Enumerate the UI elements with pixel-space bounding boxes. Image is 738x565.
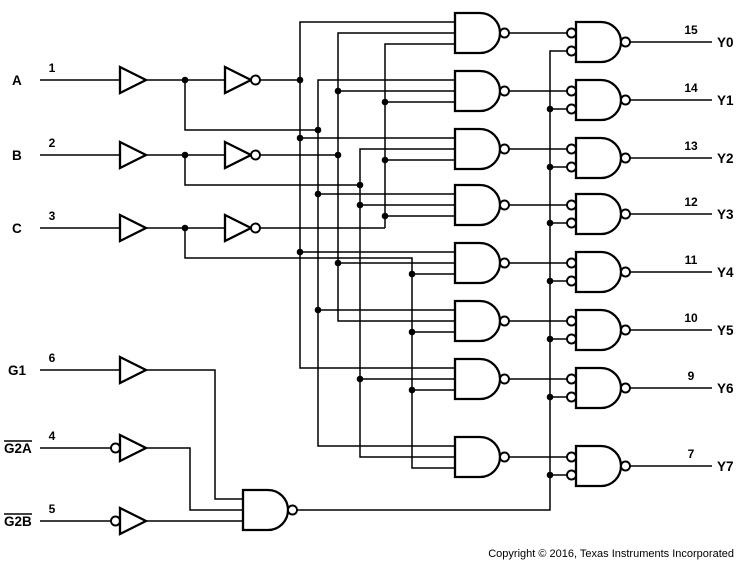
input-label-g1: G1 (8, 363, 27, 378)
bus-a-true (184, 79, 455, 447)
junction-dot (334, 87, 342, 95)
output-label-y7: Y7 (717, 459, 734, 474)
input-label-c: C (12, 221, 22, 236)
decode-gate-y7-icon (455, 437, 509, 477)
output-pin-y6: 9 (688, 369, 695, 383)
inverting-input-buffer-g2b-icon (111, 508, 146, 534)
wire-g1-to-enable (146, 369, 243, 500)
enable-nand-gate-icon (243, 490, 297, 530)
output-gate-y6-icon (567, 368, 630, 408)
input-label-g2b: G2B (4, 514, 32, 529)
junction-dot (296, 76, 304, 84)
output-pin-y1: 14 (684, 81, 698, 95)
junction-dot (381, 156, 389, 164)
bus-c-not (384, 43, 455, 228)
output-pin-y2: 13 (684, 139, 698, 153)
junction-dot (314, 126, 322, 134)
inverter-a-icon (225, 67, 260, 93)
input-pin-b: 2 (49, 136, 56, 150)
buffer-a-icon (118, 65, 148, 95)
output-label-y6: Y6 (717, 381, 734, 396)
decode-gate-y3-icon (455, 185, 509, 225)
inverter-c-icon (225, 215, 260, 241)
junction-dot (546, 335, 554, 343)
junction-dot (296, 134, 304, 142)
junction-dot (381, 212, 389, 220)
output-gate-y5-icon (567, 310, 630, 350)
input-pin-g2b: 5 (49, 502, 56, 516)
output-gate-y2-icon (567, 138, 630, 178)
junction-dot (356, 181, 364, 189)
junction-dot (296, 248, 304, 256)
output-pin-y4: 11 (685, 253, 698, 267)
output-labels: 15 Y0 14 Y1 13 Y2 12 Y3 11 Y4 10 Y5 9 Y6… (684, 23, 734, 474)
junction-dot (181, 151, 189, 159)
junction-dot (546, 219, 554, 227)
input-label-g2a: G2A (4, 441, 32, 456)
output-label-y1: Y1 (717, 93, 734, 108)
wires-decode-outputs (509, 32, 567, 458)
buffer-c-icon (118, 213, 148, 243)
decode-gate-y4-icon (455, 243, 509, 283)
junction-dot (408, 386, 416, 394)
output-label-y0: Y0 (717, 35, 734, 50)
inverting-input-buffer-g2a-icon (111, 435, 146, 461)
decode-gate-y2-icon (455, 129, 509, 169)
copyright-text: Copyright © 2016, Texas Instruments Inco… (488, 548, 734, 560)
junction-dot (181, 224, 189, 232)
output-label-y2: Y2 (717, 151, 734, 166)
input-pin-c: 3 (49, 209, 56, 223)
wires-outputs (630, 41, 712, 467)
output-label-y4: Y4 (717, 265, 734, 280)
output-gate-y7-icon (567, 446, 630, 486)
junction-dot (408, 328, 416, 336)
junction-dot (546, 105, 554, 113)
output-gate-y3-icon (567, 194, 630, 234)
junction-dot (314, 306, 322, 314)
wire-g2a-to-enable (146, 447, 243, 511)
bus-c-true (184, 228, 455, 469)
decode-gate-y5-icon (455, 301, 509, 341)
junction-dot (356, 201, 364, 209)
junction-dot (381, 98, 389, 106)
junction-dot (334, 151, 342, 159)
input-pin-g2a: 4 (49, 429, 56, 443)
input-labels: A 1 B 2 C 3 G1 6 G2A 4 G2B 5 (4, 61, 56, 529)
output-pin-y0: 15 (684, 23, 698, 37)
junction-dots (181, 76, 554, 479)
decode-gate-y0-icon (455, 13, 509, 53)
junction-dot (546, 277, 554, 285)
output-label-y3: Y3 (717, 207, 734, 222)
input-label-a: A (12, 73, 22, 88)
output-label-y5: Y5 (717, 323, 734, 338)
junction-dot (314, 190, 322, 198)
output-gate-y0-icon (567, 22, 630, 62)
junction-dot (546, 471, 554, 479)
output-pin-y7: 7 (688, 447, 695, 461)
junction-dot (356, 375, 364, 383)
output-pin-y5: 10 (684, 311, 698, 325)
wiring (40, 21, 712, 522)
output-pin-y3: 12 (684, 195, 698, 209)
output-gate-y1-icon (567, 80, 630, 120)
bus-b-not (337, 32, 455, 322)
input-pin-g1: 6 (49, 351, 56, 365)
buffer-g1-icon (118, 355, 148, 385)
buffer-b-icon (118, 140, 148, 170)
junction-dot (334, 259, 342, 267)
bus-b-true (184, 148, 455, 458)
output-gate-y4-icon (567, 252, 630, 292)
input-pin-a: 1 (49, 61, 56, 75)
inverter-b-icon (225, 142, 260, 168)
junction-dot (408, 270, 416, 278)
decode-gate-y1-icon (455, 71, 509, 111)
junction-dot (181, 76, 189, 84)
junction-dot (546, 163, 554, 171)
decode-gate-y6-icon (455, 359, 509, 399)
input-label-b: B (12, 148, 22, 163)
bus-a-not (299, 21, 455, 369)
junction-dot (546, 393, 554, 401)
